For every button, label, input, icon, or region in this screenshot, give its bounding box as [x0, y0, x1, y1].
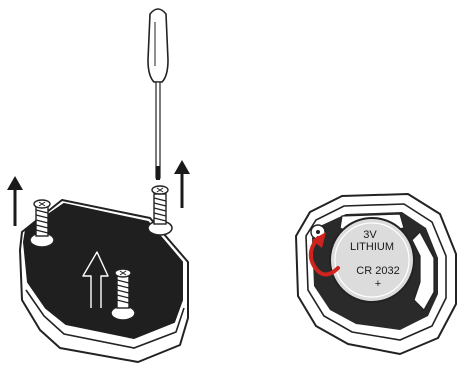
- arrow-up-icon-left: [7, 176, 23, 226]
- screwdriver-tip: [156, 166, 160, 180]
- screw-left: [34, 200, 50, 236]
- screw-bottom: [115, 269, 131, 308]
- battery-polarity: +: [375, 278, 381, 290]
- screwdriver-icon: [148, 9, 168, 180]
- battery-line-2: LITHIUM: [350, 241, 394, 253]
- screwdriver-shaft: [156, 82, 160, 178]
- arrow-up-icon-right: [174, 160, 190, 208]
- battery-line-3: CR 2032: [356, 265, 399, 277]
- screw-right: [152, 186, 168, 224]
- battery-line-1: 3V: [363, 229, 377, 241]
- device-opened-right: 3V LITHIUM CR 2032 +: [296, 194, 456, 354]
- screwdriver-handle: [148, 9, 168, 82]
